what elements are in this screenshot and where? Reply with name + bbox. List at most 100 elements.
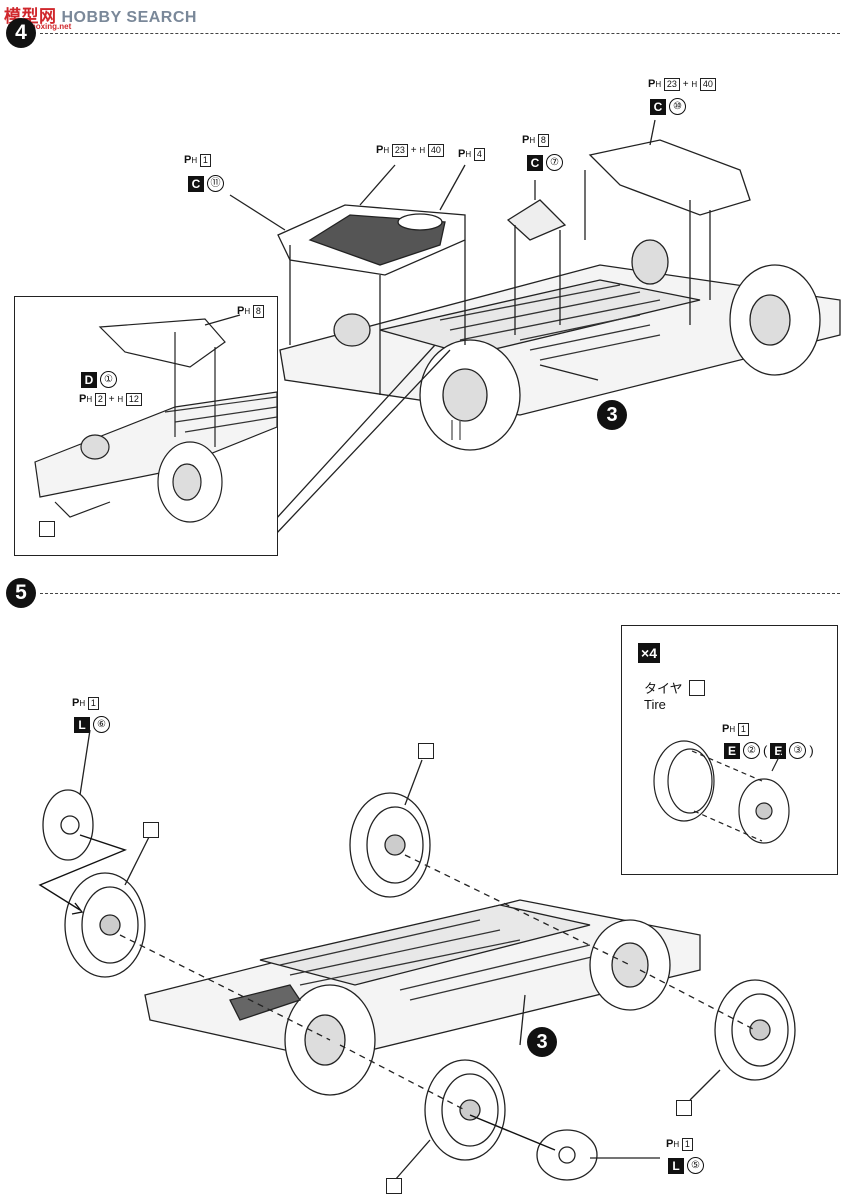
part-c11: C ⑪ <box>188 175 224 192</box>
ph-number: 1 <box>199 154 211 167</box>
brand-url: www.moxing.net <box>8 22 72 31</box>
plate-c10 <box>588 139 751 216</box>
ph-number: 4 <box>473 148 485 161</box>
step-4-number: 4 <box>15 21 27 44</box>
callout-c7-paint: PH 8 <box>522 134 549 147</box>
cut-mark-icon <box>386 1178 402 1194</box>
part-letter: C <box>527 154 543 171</box>
part-letter: D <box>81 371 97 388</box>
cut-mark-icon <box>143 822 159 838</box>
chassis-step5 <box>144 899 701 1096</box>
h-number: 12 <box>125 393 142 406</box>
tire-jp-text: タイヤ <box>644 682 683 697</box>
ph-prefix: P <box>79 393 87 405</box>
ph-sub: H <box>465 150 472 159</box>
ph-prefix: P <box>237 305 245 317</box>
alt-part-number: ③ <box>789 742 807 759</box>
h-prefix: H <box>419 146 426 155</box>
chassis-step4 <box>279 239 841 451</box>
ph-sub: H <box>191 156 198 165</box>
ph-prefix: P <box>648 78 656 90</box>
ph-sub: H <box>655 80 662 89</box>
plus-sign: + <box>682 79 689 90</box>
part-l5: L ⑤ <box>668 1157 704 1174</box>
tire-label-jp: タイヤ <box>644 678 705 697</box>
wheel-front-left <box>424 1059 506 1161</box>
tire-box-paint: PH 1 <box>722 723 749 736</box>
quantity-badge: ×4 <box>638 643 660 663</box>
h-number: 40 <box>427 144 444 157</box>
callout-cover-paint: PH 23 + H 40 <box>376 144 444 157</box>
ph-number: 8 <box>537 134 549 147</box>
brand-en: HOBBY SEARCH <box>61 9 197 26</box>
part-number: ⑩ <box>669 98 686 115</box>
paren-close: ) <box>809 743 814 758</box>
ph-number: 1 <box>87 697 99 710</box>
inset-detail-frame: PH 8 D ① PH 2 + H 12 <box>14 296 278 556</box>
step-5-divider <box>40 593 840 594</box>
part-number: ① <box>100 371 117 388</box>
part-letter: C <box>188 175 204 192</box>
part-number: ⑦ <box>546 154 563 171</box>
part-letter: L <box>668 1157 684 1174</box>
part-number: ② <box>743 742 760 759</box>
step-4-divider <box>40 33 840 34</box>
ph-prefix: P <box>522 134 530 146</box>
paren-open: ( <box>763 743 768 758</box>
part-c10: C ⑩ <box>650 98 686 115</box>
ph-prefix: P <box>184 154 192 166</box>
callout-l5-paint: PH 1 <box>666 1138 693 1151</box>
callout-cover2-paint: PH 4 <box>458 148 485 161</box>
ph-sub: H <box>383 146 390 155</box>
subassembly-number: 3 <box>536 1031 548 1053</box>
part-number: ⑤ <box>687 1157 704 1174</box>
part-number: ⑪ <box>207 175 224 192</box>
inset-drawing <box>34 314 277 523</box>
ph-prefix: P <box>376 144 384 156</box>
step-4-badge: 4 <box>6 18 36 48</box>
bracket-c7 <box>506 199 567 241</box>
part-letter: L <box>74 716 90 733</box>
subassembly-3-badge-step4: 3 <box>597 400 627 430</box>
ph-number: 1 <box>681 1138 693 1151</box>
tire-label-en: Tire <box>644 697 666 712</box>
step-5-number: 5 <box>15 581 27 604</box>
subassembly-number: 3 <box>606 404 618 426</box>
ph-sub: H <box>86 395 93 404</box>
part-letter: C <box>650 98 666 115</box>
part-e2-e3: E ② ( E ③ ) <box>724 742 814 759</box>
ph-number: 8 <box>252 305 264 318</box>
part-number: ⑥ <box>93 716 110 733</box>
h-prefix: H <box>117 395 124 404</box>
part-letter: E <box>724 742 740 759</box>
h-prefix: H <box>691 80 698 89</box>
step-5-badge: 5 <box>6 578 36 608</box>
tire-exploded-drawing <box>653 740 790 844</box>
callout-c10-paint: PH 23 + H 40 <box>648 78 716 91</box>
ph-prefix: P <box>666 1138 674 1150</box>
part-d1: D ① <box>81 371 117 388</box>
ph-sub: H <box>529 136 536 145</box>
plus-sign: + <box>108 394 115 405</box>
h-number: 40 <box>699 78 716 91</box>
cut-mark-icon <box>418 743 434 759</box>
ph-prefix: P <box>722 723 730 735</box>
ph-number: 1 <box>737 723 749 736</box>
wheel-disc-l6 <box>42 789 94 861</box>
ph-sub: H <box>673 1140 680 1149</box>
engine-cover-part <box>277 204 466 276</box>
part-c7: C ⑦ <box>527 154 563 171</box>
part-l6: L ⑥ <box>74 716 110 733</box>
wheel-rear-left <box>64 872 146 978</box>
callout-l6-paint: PH 1 <box>72 697 99 710</box>
callout-c11-paint: PH 1 <box>184 154 211 167</box>
wheel-front-right <box>714 979 796 1081</box>
ph-sub: H <box>729 725 736 734</box>
tire-detail-frame: ×4 タイヤ Tire PH 1 E ② ( E ③ ) <box>621 625 838 875</box>
ph-number: 23 <box>663 78 680 91</box>
ph-sub: H <box>244 307 251 316</box>
wheel-disc-l5 <box>536 1129 598 1181</box>
ph-prefix: P <box>72 697 80 709</box>
plus-sign: + <box>410 145 417 156</box>
